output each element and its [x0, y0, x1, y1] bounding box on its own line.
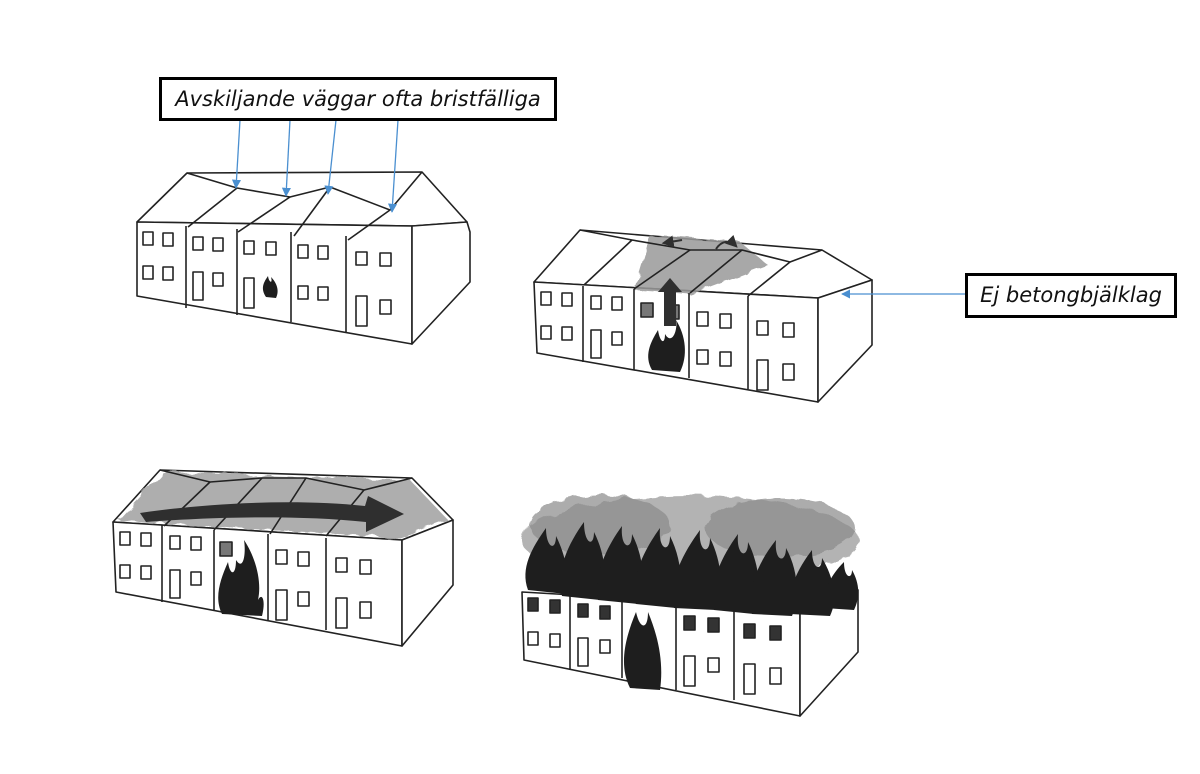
row-house-attic-spread: [533, 229, 873, 403]
leader-lines-walls: [231, 119, 399, 213]
row-house-attic-propagation: [112, 469, 454, 647]
row-house-initial-fire: [136, 171, 471, 345]
callout-separating-walls: Avskiljande väggar ofta bristfälliga: [159, 77, 557, 121]
callout-no-concrete-joists: Ej betongbjälklag: [965, 273, 1177, 318]
row-house-full-involvement: [521, 495, 859, 717]
